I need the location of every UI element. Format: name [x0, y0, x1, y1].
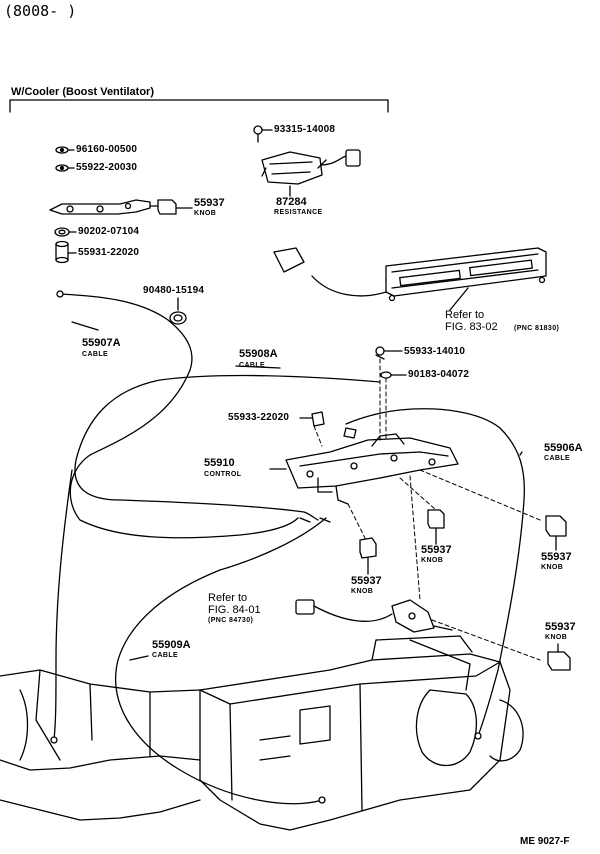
knob-a-icon	[157, 199, 193, 215]
part-number-55937-b: 55937	[421, 544, 452, 556]
knob-e-icon	[547, 643, 571, 671]
cable-55909a	[114, 517, 327, 805]
reference-2-figure: FIG. 84-01	[208, 604, 261, 616]
part-name-control: CONTROL	[204, 471, 242, 478]
resistance-87284-icon	[261, 149, 361, 197]
clip-55922-icon	[55, 164, 75, 172]
part-number-55908a: 55908A	[239, 348, 278, 360]
part-name-cable-a: CABLE	[82, 351, 109, 358]
part-number-55910: 55910	[204, 457, 235, 469]
heater-control-panel-icon	[273, 247, 547, 311]
page-code: (8008- )	[4, 2, 77, 20]
clip-55933-22020-icon	[299, 411, 325, 427]
part-number-55937-a: 55937	[194, 197, 225, 209]
part-number-55937-e: 55937	[545, 621, 576, 633]
control-55910-icon	[269, 433, 459, 505]
cable-55907a	[59, 293, 299, 539]
heater-housing-icon	[199, 635, 524, 831]
knob-b-icon	[427, 509, 445, 545]
knob-c-icon	[359, 537, 377, 575]
reference-1-figure: FIG. 83-02	[445, 321, 498, 333]
part-name-cable-c: CABLE	[544, 455, 571, 462]
grommet-90480-icon	[169, 297, 187, 325]
clip-55933-14010-icon	[375, 346, 403, 360]
washer-90202-icon	[54, 227, 77, 237]
part-number-87284: 87284	[276, 196, 307, 208]
part-number-90480: 90480-15194	[143, 285, 205, 296]
duct-left-icon	[0, 669, 201, 821]
part-number-90202: 90202-07104	[78, 226, 140, 237]
cable-end-clip-icon	[343, 427, 357, 439]
part-name-cable-d: CABLE	[152, 652, 179, 659]
blower-switch-icon	[295, 599, 453, 633]
cable-55908a	[74, 374, 381, 521]
part-number-55933-22020: 55933-22020	[228, 412, 290, 423]
cable-55906a	[345, 408, 526, 737]
reference-2-pnc: (PNC 84730)	[208, 617, 254, 624]
part-number-55933-14010: 55933-14010	[404, 346, 466, 357]
reference-1-pnc: (PNC 81830)	[514, 325, 560, 332]
part-number-96160: 96160-00500	[76, 144, 138, 155]
part-number-55931: 55931-22020	[78, 247, 140, 258]
bushing-55931-icon	[55, 240, 77, 264]
screw-93315-icon	[253, 125, 273, 143]
part-number-55909a: 55909A	[152, 639, 191, 651]
part-number-55907a: 55907A	[82, 337, 121, 349]
reference-2-line1: Refer to	[208, 592, 248, 604]
part-name-knob-d: KNOB	[541, 564, 564, 571]
part-name-knob-a: KNOB	[194, 210, 217, 217]
figure-code: ME 9027-F	[520, 836, 570, 847]
reference-1-line1: Refer to	[445, 309, 485, 321]
part-number-90183: 90183-04072	[408, 369, 470, 380]
part-number-55937-c: 55937	[351, 575, 382, 587]
knob-d-icon	[545, 515, 567, 551]
part-name-knob-b: KNOB	[421, 557, 444, 564]
part-name-knob-c: KNOB	[351, 588, 374, 595]
cable-left	[53, 469, 73, 741]
part-number-93315: 93315-14008	[274, 124, 336, 135]
part-number-55922: 55922-20030	[76, 162, 138, 173]
clip-96160-icon	[55, 146, 75, 154]
section-title: W/Cooler (Boost Ventilator)	[11, 86, 154, 98]
part-name-resistance: RESISTANCE	[274, 209, 323, 216]
lever-plate-icon	[49, 199, 159, 215]
part-number-55906a: 55906A	[544, 442, 583, 454]
part-number-55937-d: 55937	[541, 551, 572, 563]
part-name-knob-e: KNOB	[545, 634, 568, 641]
nut-90183-icon	[380, 371, 407, 379]
section-bracket	[9, 99, 389, 113]
part-name-cable-b: CABLE	[239, 362, 266, 369]
